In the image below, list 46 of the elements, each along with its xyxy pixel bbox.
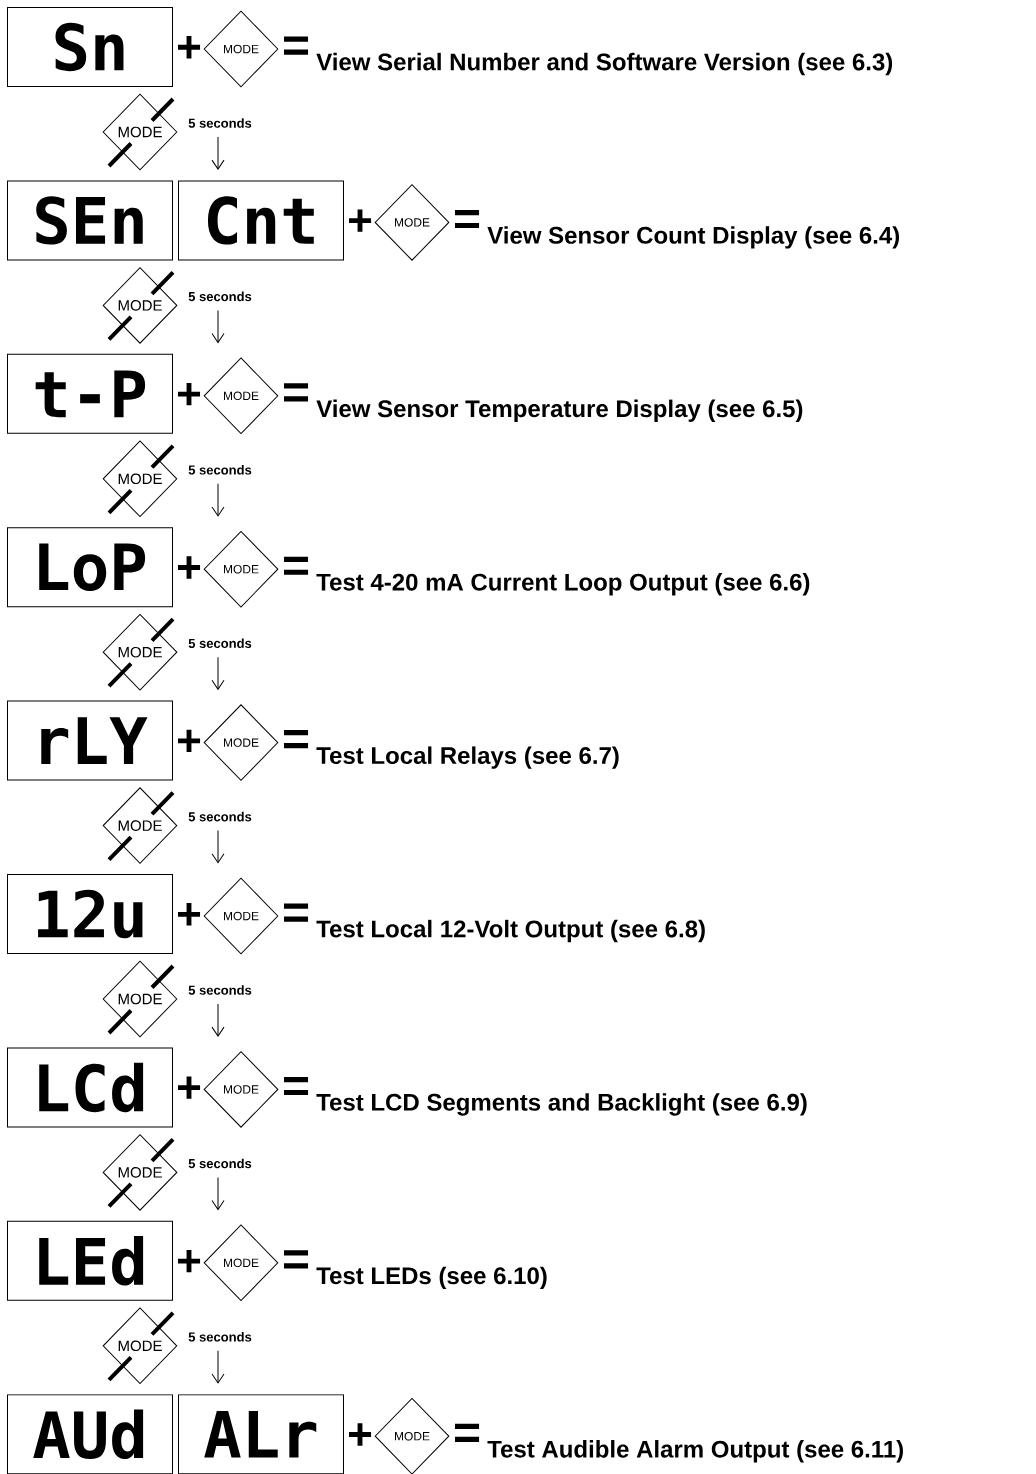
display-box: 12u [7, 874, 173, 954]
display-box: AUd [7, 1394, 173, 1474]
duration-label: 5 seconds [188, 1158, 252, 1169]
description-text: View Sensor Temperature Display (see 6.5) [316, 399, 803, 422]
duration-label: 5 seconds [188, 985, 252, 995]
equals-sign: = [284, 383, 309, 402]
equals-sign: = [455, 1423, 480, 1442]
equals-sign: = [284, 36, 309, 55]
duration-label: 5 seconds [188, 811, 252, 822]
display-box: Cnt [178, 180, 344, 261]
description-text: Test Audible Alarm Output (see 6.11) [487, 1440, 903, 1463]
plus-sign: + [178, 1249, 201, 1273]
duration-label: 5 seconds [188, 118, 252, 128]
equals-sign: = [284, 730, 309, 749]
display-box: Sn [7, 7, 173, 87]
description-text: Test LEDs (see 6.10) [316, 1266, 547, 1289]
duration-label: 5 seconds [188, 465, 252, 475]
plus-sign: + [178, 903, 201, 926]
description-text: Test Local 12-Volt Output (see 6.8) [316, 919, 705, 943]
plus-sign: + [349, 209, 372, 232]
plus-sign: + [178, 1076, 201, 1099]
equals-sign: = [284, 1076, 309, 1096]
duration-label: 5 seconds [188, 291, 252, 302]
plus-sign: + [178, 729, 201, 753]
duration-label: 5 seconds [188, 1332, 252, 1342]
display-box: LoP [7, 527, 173, 608]
duration-label: 5 seconds [188, 638, 252, 648]
plus-sign: + [178, 382, 201, 406]
display-box: t-P [7, 353, 173, 434]
description-text: Test LCD Segments and Backlight (see 6.9) [316, 1093, 807, 1116]
description-text: View Serial Number and Software Version (see 6.3) [316, 52, 893, 76]
plus-sign: + [178, 556, 201, 579]
equals-sign: = [284, 1250, 309, 1269]
display-box: ALr [178, 1394, 344, 1474]
equals-sign: = [284, 903, 309, 922]
description-text: Test Local Relays (see 6.7) [316, 746, 619, 769]
display-box: rLY [7, 700, 173, 781]
description-text: Test 4-20 mA Current Loop Output (see 6.6) [316, 573, 810, 596]
description-text: View Sensor Count Display (see 6.4) [487, 226, 899, 249]
display-box: LEd [7, 1220, 173, 1301]
display-box: LCd [7, 1047, 173, 1128]
plus-sign: + [178, 36, 201, 59]
plus-sign: + [349, 1423, 372, 1446]
equals-sign: = [284, 556, 309, 575]
display-box: SEn [7, 180, 173, 261]
equals-sign: = [455, 209, 480, 229]
